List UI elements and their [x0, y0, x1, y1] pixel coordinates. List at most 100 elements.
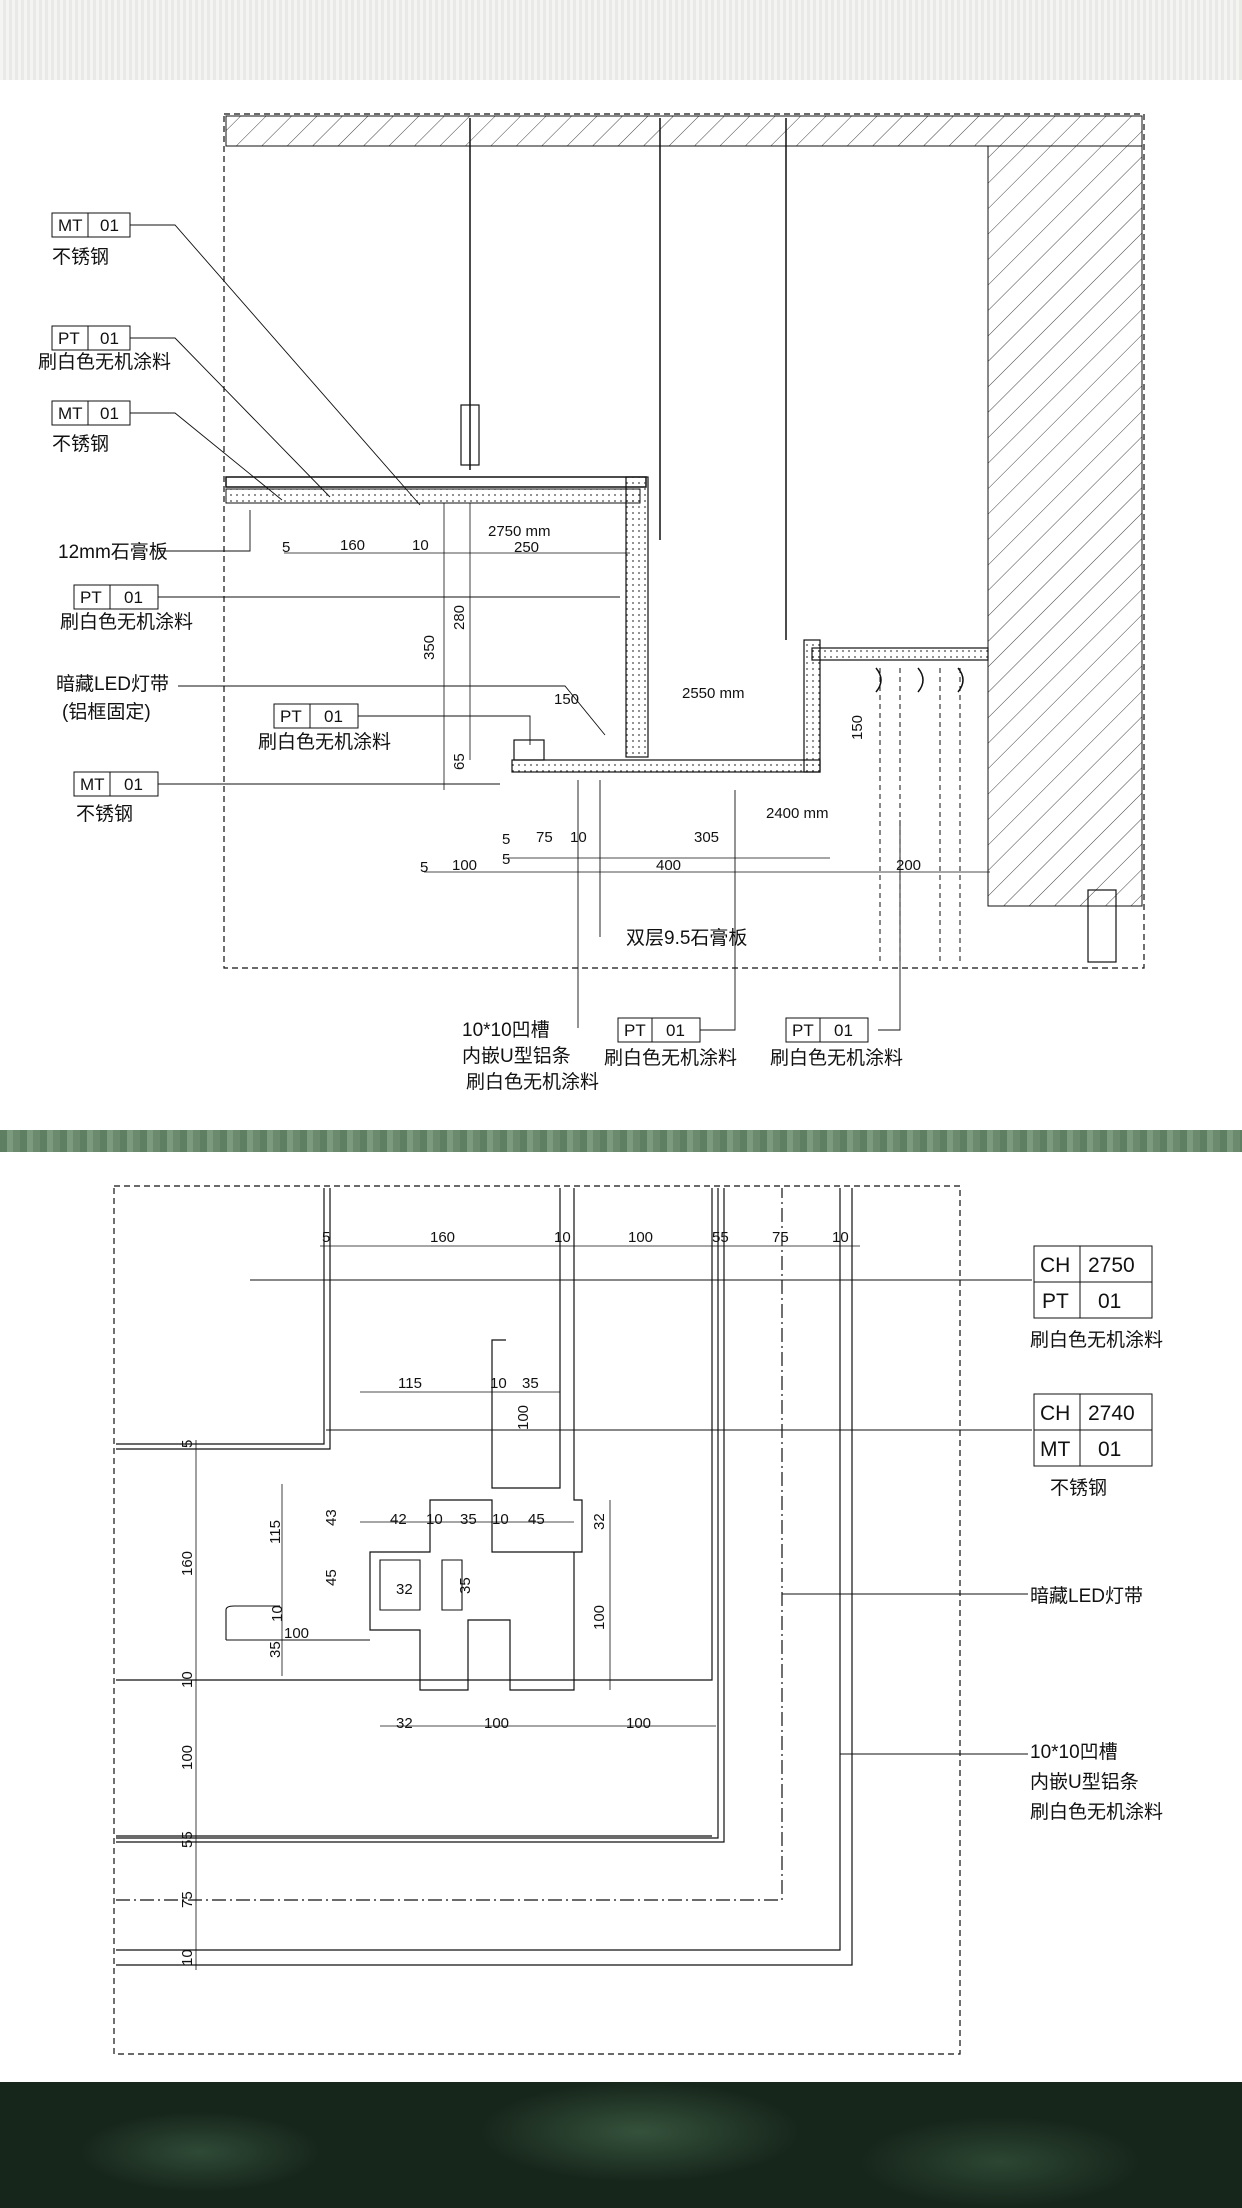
inner-dim-35w: 35 — [267, 1641, 284, 1658]
callout-tag-c11: PT 01 刷白色无机涂料 — [604, 1017, 737, 1069]
lower-notes: 暗藏LED灯带 10*10凹槽 内嵌U型铝条 刷白色无机涂料 — [1030, 1585, 1163, 1823]
legend1-r1c1: CH — [1040, 1254, 1070, 1277]
callout-c10-line3: 刷白色无机涂料 — [466, 1071, 599, 1093]
inner-dim-35: 35 — [522, 1375, 539, 1392]
top-texture-band — [0, 0, 1242, 80]
callout-c12-text: 刷白色无机涂料 — [770, 1047, 903, 1069]
legend1-r1c2: 2750 — [1088, 1254, 1135, 1277]
left-dim-10b: 10 — [179, 1949, 196, 1966]
legend2-r2c1: MT — [1040, 1438, 1070, 1461]
inner-dim-10d: 10 — [269, 1605, 286, 1622]
bottom-dim-32: 32 — [396, 1715, 413, 1732]
dim-250: 250 — [514, 539, 539, 556]
dim-10a: 10 — [412, 537, 429, 554]
inner-small-box — [379, 1559, 463, 1611]
dim-305: 305 — [694, 829, 719, 846]
lower-section-drawing — [113, 1185, 1032, 2055]
legend-box-ch2740: CH 2740 MT 01 不锈钢 — [1033, 1393, 1153, 1499]
inner-dim-45v: 45 — [323, 1569, 340, 1586]
corner-line-5 — [116, 1188, 719, 1839]
callout-tag-c8: MT 01 不锈钢 — [73, 771, 159, 825]
corner-line-2 — [116, 1188, 331, 1450]
callout-c8-num: 01 — [124, 775, 143, 794]
callout-c5-text: 刷白色无机涂料 — [60, 611, 193, 633]
upper-section-drawing — [130, 113, 1145, 1031]
hanger-clip — [460, 404, 480, 466]
note-groove-1: 10*10凹槽 — [1030, 1741, 1118, 1763]
dim-350: 350 — [421, 635, 438, 660]
curtain-track-lines — [879, 668, 961, 965]
inner-dim-10b: 10 — [426, 1511, 443, 1528]
leader-c12 — [878, 820, 901, 1031]
dim-100: 100 — [452, 857, 477, 874]
dim-65: 65 — [451, 753, 468, 770]
corner-line-7 — [116, 1188, 841, 1951]
inner-dim-35b: 35 — [460, 1511, 477, 1528]
inner-dim-45: 45 — [528, 1511, 545, 1528]
skirting-box — [1087, 889, 1117, 963]
upper-callout-tags: MT 01 不锈钢 PT 01 刷白色无机涂料 MT 01 不锈钢 12mm石膏… — [38, 212, 903, 1093]
callout-c2-num: 01 — [100, 329, 119, 348]
callout-c8-code: MT — [80, 775, 105, 794]
dim-400: 400 — [656, 857, 681, 874]
dim-5c: 5 — [502, 851, 510, 868]
dim-280: 280 — [451, 605, 468, 630]
concrete-slab — [225, 115, 1143, 147]
callout-c11-text: 刷白色无机涂料 — [604, 1047, 737, 1069]
inner-dim-100v: 100 — [515, 1405, 532, 1430]
dim-150a: 150 — [554, 691, 579, 708]
level-mark-1: 2750 mm — [488, 523, 551, 540]
vertical-drop-panel — [625, 476, 649, 758]
leader-c11 — [700, 790, 736, 1031]
level-mark-3: 2400 mm — [766, 805, 829, 822]
top-dim-10b: 10 — [832, 1229, 849, 1246]
led-trough — [513, 739, 545, 761]
curtain-hooks — [875, 667, 964, 693]
leader-c2 — [130, 337, 331, 498]
callout-c6-line2: (铝框固定) — [62, 701, 151, 723]
lower-left-dimensions: 5 160 10 100 55 75 10 — [179, 1440, 196, 1966]
callout-tag-c1: MT 01 不锈钢 — [51, 212, 131, 268]
leader-c6 — [178, 685, 606, 736]
dim-5b: 5 — [502, 831, 510, 848]
left-dim-75: 75 — [179, 1891, 196, 1908]
callout-c1-text: 不锈钢 — [52, 246, 109, 268]
corner-line-6 — [116, 1188, 725, 1843]
callout-tag-c7: PT 01 刷白色无机涂料 — [258, 703, 391, 753]
corner-line-8 — [116, 1188, 853, 1966]
gypsum-layer-upper — [225, 488, 641, 504]
corner-line-dashed — [116, 1188, 783, 1901]
inner-dim-100c: 100 — [284, 1625, 309, 1642]
upper-dimensions: 5 160 10 250 350 280 65 150 150 5 75 10 … — [282, 537, 921, 876]
callout-c1-num: 01 — [100, 216, 119, 235]
callout-c5-num: 01 — [124, 588, 143, 607]
inner-dim-100r: 100 — [591, 1605, 608, 1630]
bottom-dim-100b: 100 — [626, 1715, 651, 1732]
leader-c7 — [358, 715, 531, 745]
dim-10b: 10 — [570, 829, 587, 846]
inner-dim-32v: 32 — [591, 1513, 608, 1530]
callout-c7-num: 01 — [324, 707, 343, 726]
note-led: 暗藏LED灯带 — [1030, 1585, 1143, 1607]
legend1-caption: 刷白色无机涂料 — [1030, 1329, 1163, 1351]
left-dim-100: 100 — [179, 1745, 196, 1770]
left-dim-55: 55 — [179, 1831, 196, 1848]
leader-c1 — [130, 224, 421, 506]
inner-dim-32a: 32 — [396, 1581, 413, 1598]
inner-dim-115v: 115 — [267, 1520, 284, 1544]
callout-c10-line2: 内嵌U型铝条 — [462, 1045, 571, 1067]
top-dim-160: 160 — [430, 1229, 455, 1246]
note-groove-3: 刷白色无机涂料 — [1030, 1801, 1163, 1823]
bottom-dim-100a: 100 — [484, 1715, 509, 1732]
callout-c12-code: PT — [792, 1021, 814, 1040]
bottom-dark-texture-band — [0, 2082, 1242, 2208]
left-dim-10: 10 — [179, 1671, 196, 1688]
upper-frame — [223, 113, 1145, 969]
corner-line-1 — [116, 1188, 325, 1445]
legend1-r2c1: PT — [1042, 1290, 1069, 1313]
leader-c3 — [130, 412, 283, 501]
inner-dim-115: 115 — [398, 1375, 422, 1392]
legend2-caption: 不锈钢 — [1050, 1477, 1107, 1499]
callout-c1-code: MT — [58, 216, 83, 235]
